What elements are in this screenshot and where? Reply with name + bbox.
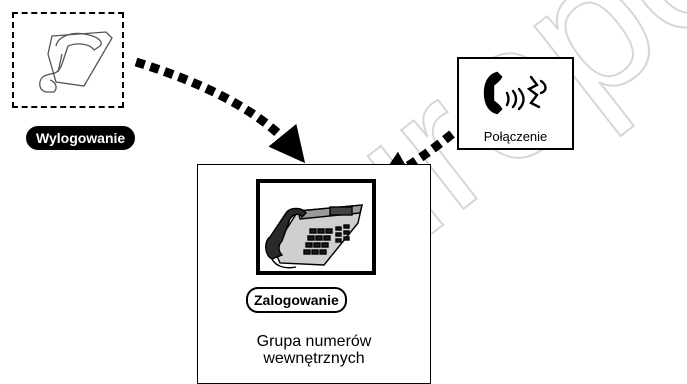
extension-group-label-line2: wewnętrznych (198, 350, 430, 367)
extension-group-box: Zalogowanie Grupa numerów wewnętrznych (197, 164, 431, 384)
incoming-call-label: Połączenie (459, 129, 572, 144)
handset-outline-icon (14, 14, 122, 106)
logged-in-label: Zalogowanie (246, 287, 347, 313)
extension-group-label-line1: Grupa numerów (198, 333, 430, 350)
logged-out-phone-box (12, 12, 124, 108)
incoming-call-box: Połączenie (457, 57, 574, 150)
logout-to-group-arrow (136, 62, 296, 152)
desk-phone-icon (260, 183, 372, 271)
logged-out-label: Wylogowanie (26, 126, 135, 150)
desk-phone-frame (256, 179, 376, 275)
ringing-handset-icon (459, 63, 572, 123)
extension-group-label: Grupa numerów wewnętrznych (198, 333, 430, 367)
